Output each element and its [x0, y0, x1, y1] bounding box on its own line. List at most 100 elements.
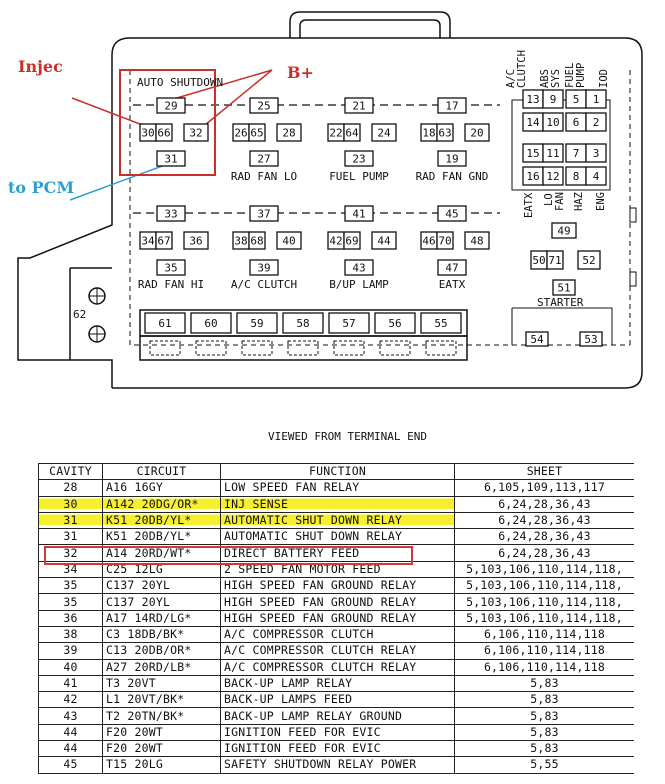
fuse-cell: 4	[585, 166, 607, 186]
cell-circuit: A142 20DG/OR*	[102, 495, 221, 513]
cell-function: AUTOMATIC SHUT DOWN RELAY	[220, 528, 455, 546]
fuse-terminal	[195, 340, 227, 356]
fuse-slot-text: 56	[388, 317, 401, 330]
relay-pin: 45	[437, 205, 467, 222]
relay-label: FUEL PUMP	[329, 170, 389, 183]
cell-cavity: 35	[38, 593, 103, 611]
side-header-clutch: CLUTCH	[516, 50, 528, 88]
relay-pin: 26	[232, 123, 250, 142]
fuse-cell-text: 2	[593, 116, 600, 129]
relay-pin: 66	[155, 123, 173, 142]
cell-cavity: 44	[38, 740, 103, 758]
relay-pin: 32	[183, 123, 209, 142]
fuse-slot-text: 58	[296, 317, 309, 330]
fuse-cell: 16	[522, 166, 544, 186]
relay-pin: 25	[249, 97, 279, 114]
to-pcm-arrow	[69, 164, 166, 201]
fuse-cell: 11	[542, 143, 564, 163]
relay-pin-text: 36	[189, 235, 202, 248]
fuse-terminal	[333, 340, 365, 356]
relay-pin: 38	[232, 231, 250, 250]
cell-circuit: K51 20DB/YL*	[102, 511, 221, 530]
relay-pin: 28	[276, 123, 302, 142]
relay-pin: 36	[183, 231, 209, 250]
fuse-cell: 7	[565, 143, 587, 163]
relay-pin: 37	[249, 205, 279, 222]
relay-pin: 18	[420, 123, 438, 142]
relay-pin: 41	[344, 205, 374, 222]
relay-pin: 63	[436, 123, 454, 142]
cell-sheet: 5,83	[454, 723, 634, 742]
fuse-cell-text: 50	[532, 254, 545, 267]
fuse-cell-text: 51	[557, 282, 570, 295]
relay-pin: 24	[371, 123, 397, 142]
fuse-cell-text: 9	[550, 93, 557, 106]
b-plus-arrow	[169, 69, 273, 126]
relay-pin: 43	[344, 259, 374, 276]
relay-pin: 42	[327, 231, 345, 250]
cell-function: 2 SPEED FAN MOTOR FEED	[220, 560, 455, 579]
cell-cavity: 42	[38, 691, 103, 709]
cell-sheet: 6,24,28,36,43	[454, 544, 634, 562]
relay-pin-text: 35	[164, 262, 177, 275]
direct-battery-feed-highlight	[44, 546, 413, 565]
starter-pin-text: 53	[584, 333, 597, 346]
relay-pin-text: 20	[470, 127, 483, 140]
fuse-slot: 59	[236, 312, 278, 334]
cell-sheet: 6,105,109,113,117	[454, 479, 634, 497]
cell-circuit: A17 14RD/LG*	[102, 609, 221, 627]
cell-sheet: 6,106,110,114,118	[454, 625, 634, 644]
relay-pin: 39	[249, 259, 279, 276]
fuse-cell-text: 3	[593, 147, 600, 160]
relay-pin: 46	[420, 231, 438, 250]
relay-pin: 34	[139, 231, 157, 250]
fuse-slot: 61	[144, 312, 186, 334]
cell-cavity: 31	[38, 528, 103, 546]
cell-sheet: 5,83	[454, 691, 634, 709]
cell-circuit: A27 20RD/LB*	[102, 658, 221, 676]
cell-function: BACK-UP LAMPS FEED	[220, 691, 455, 709]
fuse-cell: 2	[585, 112, 607, 132]
fuse-cell-text: 52	[582, 254, 595, 267]
cell-circuit: C137 20YL	[102, 593, 221, 611]
cell-function: BACK-UP LAMP RELAY	[220, 674, 455, 693]
relay-pin: 64	[343, 123, 361, 142]
fuse-slot-text: 59	[250, 317, 263, 330]
to-pcm-label: to PCM	[8, 178, 74, 197]
cell-circuit: L1 20VT/BK*	[102, 691, 221, 709]
fuse-slot: 58	[282, 312, 324, 334]
relay-pin-text: 63	[438, 127, 451, 140]
relay-pin: 44	[371, 231, 397, 250]
cell-function: INJ SENSE	[220, 495, 455, 513]
relay-pin-text: 64	[345, 127, 359, 140]
relay-pin: 35	[156, 259, 186, 276]
cell-function: AUTOMATIC SHUT DOWN RELAY	[220, 511, 455, 530]
relay-pin-text: 48	[470, 235, 483, 248]
relay-pin: 21	[344, 97, 374, 114]
relay-pin-text: 38	[234, 235, 247, 248]
header-cavity: CAVITY	[38, 463, 103, 481]
cell-cavity: 38	[38, 625, 103, 644]
cell-sheet: 5,103,106,110,114,118,	[454, 577, 634, 595]
relay-pin-text: 42	[329, 235, 342, 248]
relay-pin: 68	[248, 231, 266, 250]
fuse-cell-text: 11	[546, 147, 559, 160]
fuse-cell: 15	[522, 143, 544, 163]
cell-function: HIGH SPEED FAN GROUND RELAY	[220, 609, 455, 627]
side-header-fuel: FUEL	[564, 63, 576, 88]
cell-circuit: A16 16GY	[102, 479, 221, 497]
relay-pin-text: 37	[257, 208, 270, 221]
relay-pin-text: 44	[377, 235, 391, 248]
fuse-cell: 3	[585, 143, 607, 163]
side-header-ac: A/C	[505, 69, 517, 88]
relay-pin-text: 65	[250, 127, 263, 140]
